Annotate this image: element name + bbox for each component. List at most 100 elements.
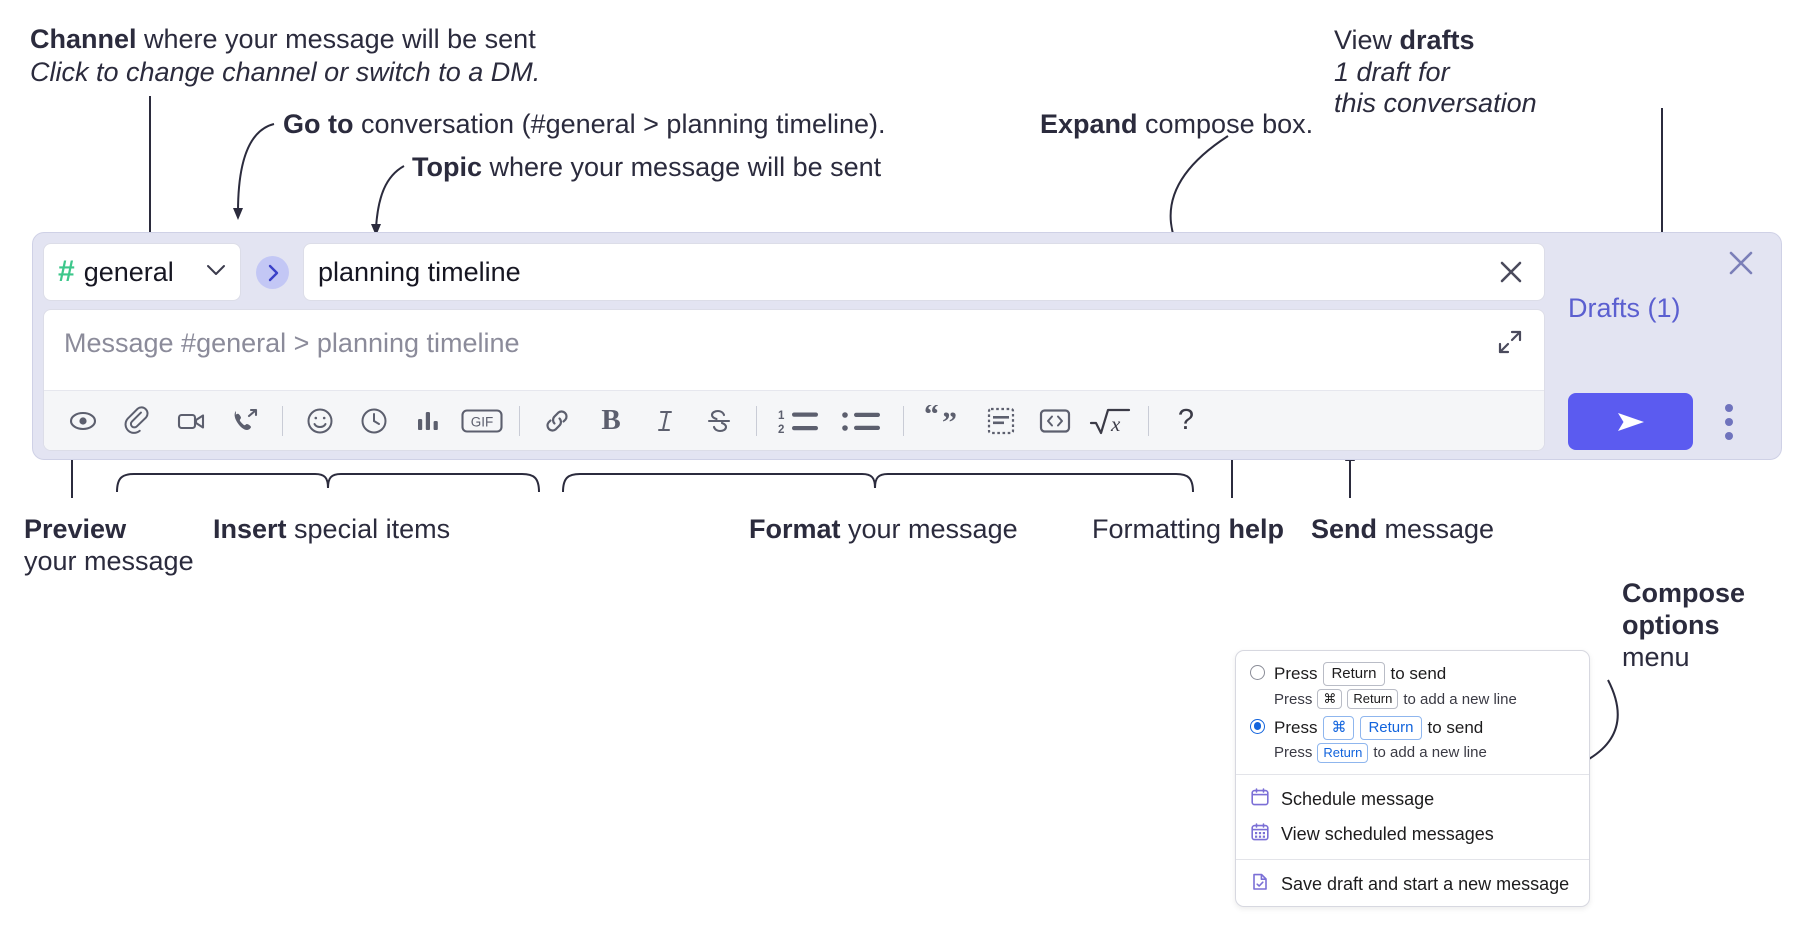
bold-label: B — [601, 404, 621, 436]
compose-header-row: # general planning timeline — [43, 243, 1545, 301]
annotation-send: Send message — [1311, 514, 1495, 544]
compose-main-column: # general planning timeline M — [43, 243, 1545, 451]
annotation-help: Formatting help — [1092, 514, 1285, 544]
menu-item-save-draft-new-message[interactable]: Save draft and start a new message — [1236, 867, 1589, 902]
key-return-sub-b: Return — [1317, 743, 1369, 763]
calendar-grid-icon — [1250, 822, 1270, 847]
menu-option-b-line: Press ⌘ Return to send — [1274, 715, 1484, 741]
menu-item-schedule-message[interactable]: Schedule message — [1236, 782, 1589, 817]
send-button[interactable] — [1568, 393, 1693, 450]
toolbar-divider — [756, 405, 757, 436]
bold-icon[interactable]: B — [584, 399, 638, 443]
menu-option-a-line: Press Return to send — [1274, 662, 1447, 687]
sub-press-a: Press — [1274, 690, 1313, 708]
annotation-preview-title: Preview — [24, 514, 127, 544]
key-cmd-b: ⌘ — [1323, 715, 1355, 741]
hash-icon: # — [58, 255, 75, 288]
latex-icon[interactable]: x — [1082, 399, 1138, 443]
link-icon[interactable] — [530, 399, 584, 443]
svg-text:1: 1 — [778, 410, 785, 422]
svg-text:“: “ — [924, 405, 939, 431]
calendar-icon — [1250, 787, 1270, 812]
sub-tail-b: to add a new line — [1373, 744, 1487, 762]
menu-divider — [1236, 773, 1589, 775]
ordered-list-icon[interactable]: 1 2 — [767, 399, 831, 443]
bulleted-list-icon[interactable] — [831, 399, 893, 443]
radio-selected-icon[interactable] — [1250, 718, 1265, 734]
sub-press-b: Press — [1274, 744, 1313, 762]
toolbar-divider — [519, 405, 520, 436]
message-placeholder: Message #general > planning timeline — [64, 328, 520, 358]
menu-option-b-subline: Press Return to add a new line — [1236, 743, 1589, 767]
radio-unselected-icon[interactable] — [1250, 665, 1265, 680]
key-return-a: Return — [1323, 662, 1385, 687]
drafts-link[interactable]: Drafts (1) — [1568, 293, 1681, 323]
attachment-icon[interactable] — [110, 399, 164, 443]
annotation-drafts-sub2: this conversation — [1334, 88, 1537, 118]
compose-options-menu: Press Return to send Press ⌘ Return to a… — [1235, 650, 1590, 907]
menu-option-a-subline: Press ⌘ Return to add a new line — [1236, 689, 1589, 713]
inline-code-icon[interactable] — [1028, 399, 1082, 443]
topic-value: planning timeline — [318, 256, 521, 287]
send-arrow-icon — [1617, 412, 1644, 431]
annotation-drafts-sub1: 1 draft for — [1334, 57, 1450, 87]
annotation-compose-options-3: menu — [1622, 642, 1690, 672]
italic-icon[interactable] — [638, 399, 692, 443]
tail-label-a: to send — [1390, 664, 1447, 684]
svg-text:GIF: GIF — [471, 414, 494, 429]
close-icon[interactable] — [1721, 243, 1761, 283]
toolbar-divider — [282, 405, 283, 436]
annotation-preview-line2: your message — [24, 546, 194, 576]
channel-picker-button[interactable]: # general — [43, 243, 241, 301]
key-cmd-a: ⌘ — [1317, 689, 1343, 709]
annotation-drafts-title: View drafts — [1334, 25, 1475, 55]
strikethrough-icon[interactable] — [692, 399, 746, 443]
expand-compose-icon[interactable] — [1492, 324, 1528, 360]
menu-divider — [1236, 858, 1589, 860]
code-block-icon[interactable] — [974, 399, 1028, 443]
formatting-help-icon[interactable]: ? — [1159, 399, 1213, 443]
sub-tail-a: to add a new line — [1403, 690, 1517, 708]
menu-option-cmd-return-to-send[interactable]: Press ⌘ Return to send — [1236, 713, 1589, 743]
clock-icon[interactable] — [347, 399, 401, 443]
svg-text:”: ” — [942, 406, 957, 437]
key-return-b: Return — [1360, 715, 1422, 741]
toolbar-divider — [1148, 405, 1149, 436]
menu-option-return-to-send[interactable]: Press Return to send — [1236, 659, 1589, 689]
emoji-icon[interactable] — [293, 399, 347, 443]
annotation-channel-subtitle: Click to change channel or switch to a D… — [30, 57, 541, 87]
toolbar-divider — [903, 405, 904, 436]
close-icon[interactable] — [1492, 253, 1530, 291]
channel-name-label: general — [83, 256, 174, 287]
annotation-format: Format your message — [749, 514, 1018, 544]
poll-bar-chart-icon[interactable] — [401, 399, 455, 443]
help-label: ? — [1177, 404, 1195, 436]
preview-icon[interactable] — [56, 399, 110, 443]
annotation-topic: Topic where your message will be sent — [412, 152, 882, 182]
svg-text:x: x — [1110, 412, 1121, 436]
goto-conversation-button[interactable] — [256, 256, 289, 289]
compose-box-panel: # general planning timeline M — [32, 232, 1782, 460]
message-input-area[interactable]: Message #general > planning timeline — [43, 309, 1545, 451]
video-camera-icon[interactable] — [164, 399, 218, 443]
key-return-sub-a: Return — [1347, 689, 1399, 709]
svg-text:2: 2 — [778, 424, 784, 436]
blockquote-icon[interactable]: “ ” — [914, 399, 974, 443]
compose-options-menu-button[interactable] — [1715, 401, 1743, 443]
menu-item-label: Schedule message — [1281, 788, 1435, 809]
phone-call-icon[interactable] — [218, 399, 272, 443]
formatting-toolbar: GIF B — [44, 390, 1544, 450]
draft-check-icon — [1250, 872, 1270, 897]
menu-item-view-scheduled-messages[interactable]: View scheduled messages — [1236, 817, 1589, 852]
menu-item-label: View scheduled messages — [1281, 823, 1494, 844]
chevron-down-icon — [206, 263, 226, 281]
tail-label-b: to send — [1427, 717, 1484, 737]
topic-input[interactable]: planning timeline — [303, 243, 1545, 301]
press-label-b: Press — [1274, 717, 1318, 737]
annotation-compose-options-1: Compose — [1622, 578, 1746, 608]
compose-right-rail: Drafts (1) — [1555, 233, 1781, 459]
gif-icon[interactable]: GIF — [455, 399, 509, 443]
annotation-goto: Go to conversation (#general > planning … — [283, 109, 886, 139]
annotation-insert: Insert special items — [213, 514, 451, 544]
annotation-expand: Expand compose box. — [1040, 109, 1314, 139]
